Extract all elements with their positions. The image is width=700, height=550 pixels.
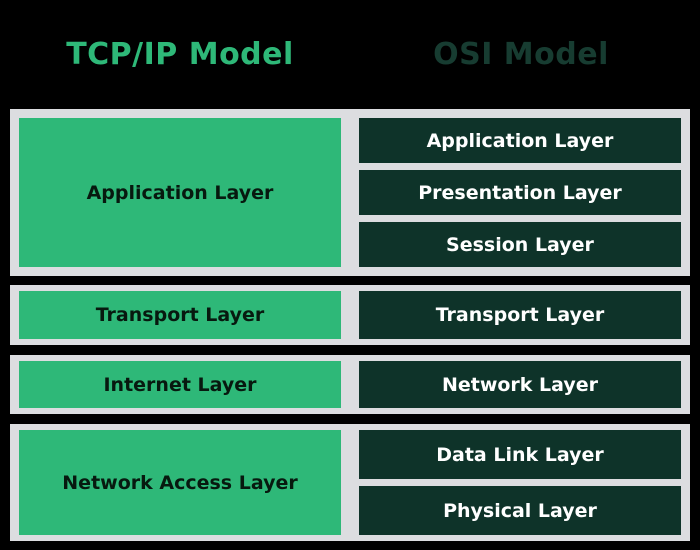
osi-presentation-layer-box: Presentation Layer	[359, 170, 681, 215]
tcpip-internet-layer-box: Internet Layer	[19, 361, 341, 408]
osi-transport-group: Transport Layer	[359, 291, 681, 339]
application-layer-row: Application Layer Application Layer Pres…	[10, 109, 690, 276]
tcpip-network-access-layer-box: Network Access Layer	[19, 430, 341, 535]
tcpip-model-title: TCP/IP Model	[66, 37, 294, 72]
osi-physical-layer-box: Physical Layer	[359, 486, 681, 535]
network-access-layer-row: Network Access Layer Data Link Layer Phy…	[10, 424, 690, 541]
osi-network-layer-box: Network Layer	[359, 361, 681, 408]
osi-session-layer-box: Session Layer	[359, 222, 681, 267]
osi-application-layer-box: Application Layer	[359, 118, 681, 163]
osi-model-title: OSI Model	[433, 37, 609, 72]
osi-link-physical-group: Data Link Layer Physical Layer	[359, 430, 681, 535]
internet-layer-row: Internet Layer Network Layer	[10, 355, 690, 414]
tcpip-transport-layer-box: Transport Layer	[19, 291, 341, 339]
osi-transport-layer-box: Transport Layer	[359, 291, 681, 339]
osi-data-link-layer-box: Data Link Layer	[359, 430, 681, 479]
tcpip-application-layer-box: Application Layer	[19, 118, 341, 267]
osi-application-group: Application Layer Presentation Layer Ses…	[359, 118, 681, 267]
osi-network-group: Network Layer	[359, 361, 681, 408]
transport-layer-row: Transport Layer Transport Layer	[10, 285, 690, 345]
